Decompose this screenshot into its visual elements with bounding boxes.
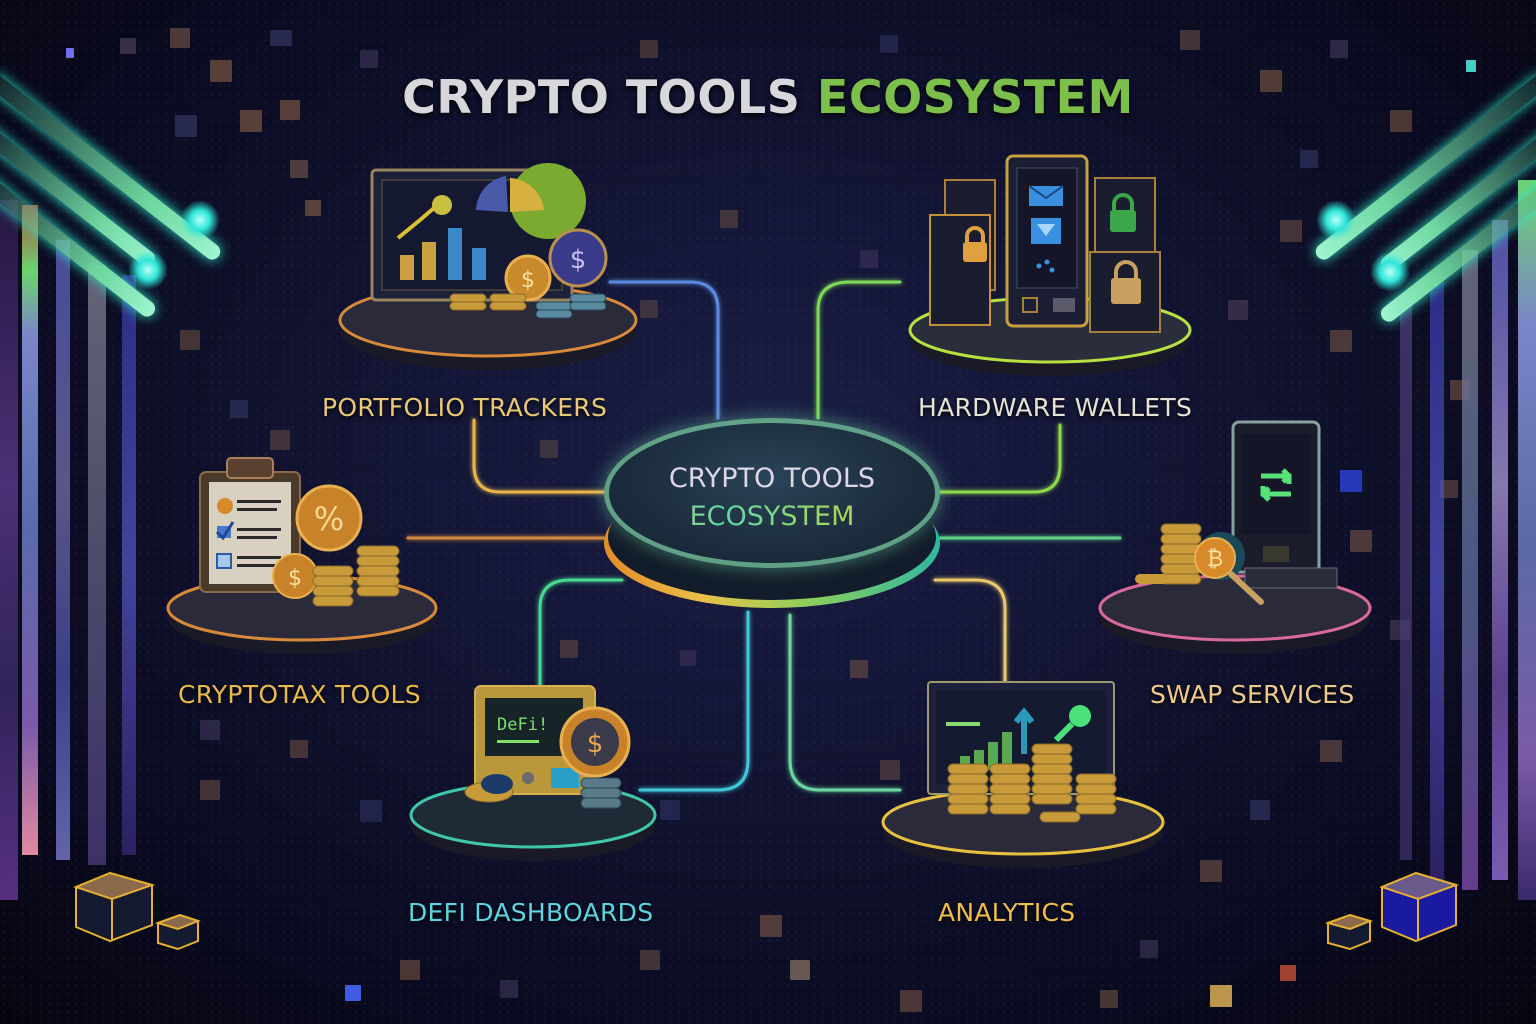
cube-decoration-left bbox=[73, 871, 201, 951]
svg-text:₿: ₿ bbox=[1207, 547, 1223, 572]
node-label: HARDWARE WALLETS bbox=[918, 393, 1193, 422]
phone-swap-icon: ₿ bbox=[1098, 420, 1372, 654]
node-label: SWAP SERVICES bbox=[1150, 680, 1355, 709]
svg-text:$: $ bbox=[288, 566, 302, 591]
node-label: ANALYTICS bbox=[938, 898, 1076, 927]
hub-top bbox=[604, 418, 940, 568]
cube-decoration-right bbox=[1324, 871, 1460, 951]
svg-text:$: $ bbox=[570, 245, 587, 275]
node-label: DEFI DASHBOARDS bbox=[408, 898, 654, 927]
connector-portfolio bbox=[608, 280, 720, 420]
page-title: CRYPTO TOOLS ECOSYSTEM bbox=[0, 70, 1536, 124]
central-hub[interactable]: CRYPTO TOOLS ECOSYSTEM bbox=[604, 418, 940, 608]
title-accent-text: ECOSYSTEM bbox=[816, 70, 1134, 124]
connector-defi bbox=[538, 578, 624, 692]
hub-label-line1: CRYPTO TOOLS bbox=[668, 463, 876, 494]
svg-text:DeFi!: DeFi! bbox=[497, 715, 548, 735]
defi-terminal-icon: DeFi! $ bbox=[409, 685, 657, 861]
hub-label: CRYPTO TOOLS ECOSYSTEM bbox=[604, 460, 940, 536]
node-label: PORTFOLIO TRACKERS bbox=[322, 393, 608, 422]
node-label: CRYPTOTAX TOOLS bbox=[178, 680, 421, 709]
connector-hardware bbox=[816, 280, 902, 420]
chart-monitor-coins-icon: $ $ bbox=[338, 163, 638, 370]
chart-arrow-coins-icon bbox=[881, 681, 1165, 868]
device-lock-icon bbox=[908, 154, 1192, 376]
connector-analytics bbox=[933, 578, 1007, 692]
svg-text:%: % bbox=[314, 500, 344, 538]
title-main-text: CRYPTO TOOLS bbox=[402, 70, 817, 124]
svg-text:$: $ bbox=[587, 729, 604, 759]
svg-text:$: $ bbox=[521, 268, 535, 293]
hub-label-line2: ECOSYSTEM bbox=[604, 498, 940, 536]
clipboard-percent-icon: % $ bbox=[166, 457, 438, 654]
